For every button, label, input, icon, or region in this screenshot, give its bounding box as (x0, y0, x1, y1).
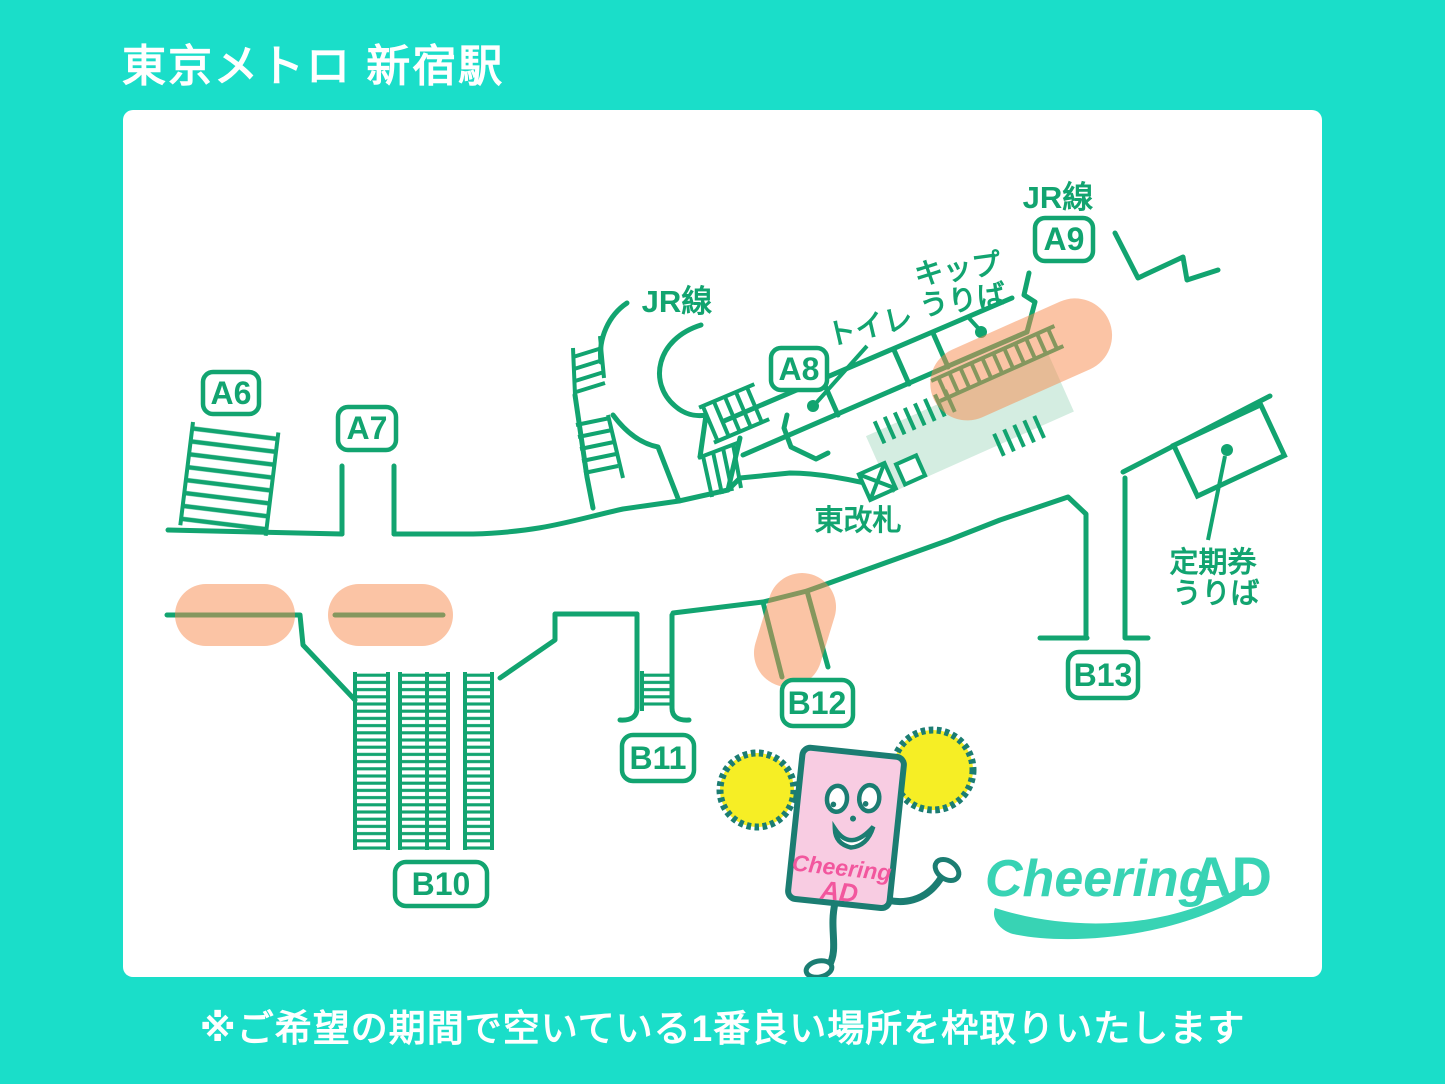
svg-text:A7: A7 (347, 410, 388, 446)
stairs-small (697, 440, 743, 498)
b13-right-wall (1122, 475, 1151, 641)
central-rotunda (571, 300, 831, 511)
svg-text:B13: B13 (1074, 657, 1133, 693)
exit-label-a9: A9 (1032, 215, 1096, 264)
exit-a6-stairs (178, 421, 281, 536)
mascot-left-leg (825, 899, 839, 970)
jr-curve-big (657, 322, 709, 460)
station-map: A6 A7 A8 A9 B10 B11 B12 B13 JR線 JR線 トイレ … (164, 180, 1288, 980)
svg-text:B11: B11 (630, 740, 687, 776)
exit-b11-stairs (640, 612, 692, 723)
footnote: ※ご希望の期間で空いている1番良い場所を枠取りいたします (199, 1008, 1246, 1049)
toilet-pointer (815, 344, 869, 404)
gate-booth (893, 452, 928, 488)
exit-label-a8: A8 (768, 345, 830, 393)
cheering-ad-logo: Cheering AD (985, 845, 1272, 940)
mascot-eye (824, 783, 850, 815)
rotunda-arc (610, 412, 682, 504)
jr-line-label-center: JR線 (642, 284, 713, 319)
east-gate-zone (856, 298, 1113, 503)
exit-label-b10: B10 (392, 859, 490, 909)
jr-curve-small (598, 300, 630, 365)
logo-swoosh (993, 882, 1249, 940)
highlight-spot-b12 (753, 573, 837, 687)
mascot-foot (803, 958, 835, 980)
svg-text:B10: B10 (412, 866, 471, 902)
svg-text:B12: B12 (788, 685, 847, 721)
mascot-pupil (862, 801, 869, 807)
rotunda-west-wall (572, 392, 596, 511)
svg-text:A9: A9 (1044, 221, 1085, 257)
exit-label-a7: A7 (335, 404, 399, 453)
funnel-wall (497, 611, 640, 681)
svg-text:A8: A8 (779, 351, 820, 387)
mascot-pupil (830, 801, 837, 808)
notch-wall (781, 412, 831, 462)
cheering-ad-mascot: Cheering AD (716, 726, 977, 980)
office-dot (1221, 444, 1233, 456)
b11-left-wall (617, 611, 640, 723)
exit-a7-passage-walls (339, 463, 397, 537)
a8-corridor (698, 270, 1038, 458)
mascot-body-text-2: AD (818, 875, 860, 909)
pompom-icon (889, 726, 977, 814)
office-pointer (1206, 455, 1227, 541)
jr-line-label-top: JR線 (1023, 180, 1094, 215)
gate-ticks (992, 415, 1046, 457)
logo-script-text: Cheering (985, 850, 1210, 908)
mascot-mouth (832, 820, 876, 850)
b11-right-wall (669, 612, 692, 723)
svg-text:A6: A6 (211, 375, 252, 411)
highlight-spot-west-1 (175, 584, 295, 646)
pompom-icon (716, 749, 798, 831)
highlight-spot-east (930, 298, 1113, 421)
mascot-nose (850, 815, 857, 822)
page-title: 東京メトロ 新宿駅 (122, 42, 505, 91)
stairs-small (575, 414, 625, 479)
east-gate-label: 東改札 (814, 504, 901, 537)
exit-label-b11: B11 (619, 732, 697, 784)
mascot-eye (856, 782, 882, 814)
exit-label-a6: A6 (200, 369, 262, 417)
chute-wall (725, 435, 743, 493)
toilet-dot (807, 400, 819, 412)
highlight-spot-west-2 (328, 584, 453, 646)
exit-label-b13: B13 (1065, 649, 1141, 701)
ticket-counter-pointer (966, 315, 981, 331)
mascot-foot (932, 857, 962, 883)
station-map-panel: A6 A7 A8 A9 B10 B11 B12 B13 JR線 JR線 トイレ … (123, 110, 1322, 980)
exit-b10-stairs (353, 611, 640, 850)
commuter-pass-label-1: 定期券 (1169, 545, 1257, 579)
commuter-pass-office (1170, 401, 1288, 541)
exit-a9-stairs (1112, 230, 1221, 283)
corridor-wall (391, 498, 682, 537)
commuter-pass-label-2: うりば (1172, 577, 1259, 610)
closed-gate-x (858, 462, 897, 501)
stairs-small (571, 335, 606, 396)
exit-label-b12: B12 (779, 677, 856, 729)
